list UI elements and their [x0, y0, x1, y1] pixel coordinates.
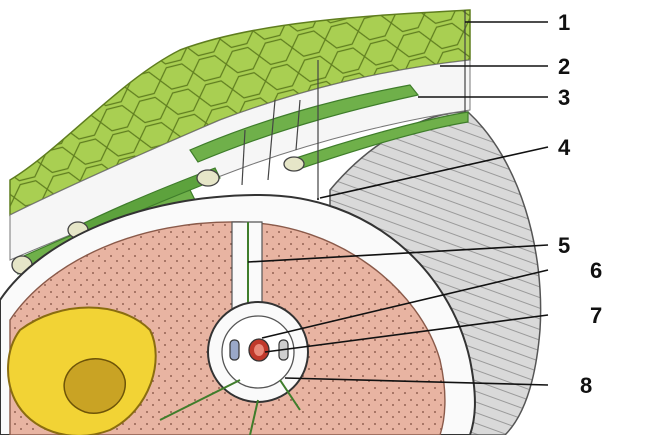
label-4: 4	[558, 135, 571, 160]
label-6: 6	[590, 258, 602, 283]
label-2: 2	[558, 54, 570, 79]
nerve-bundle-a	[197, 170, 219, 186]
bone-marrow	[64, 359, 125, 413]
left-vein	[230, 340, 239, 360]
label-3: 3	[558, 85, 570, 110]
label-8: 8	[580, 373, 592, 398]
label-7: 7	[590, 303, 602, 328]
nerve-bundle-d	[284, 157, 304, 171]
central-artery-lumen	[254, 344, 264, 356]
label-1: 1	[558, 10, 570, 35]
label-5: 5	[558, 233, 570, 258]
